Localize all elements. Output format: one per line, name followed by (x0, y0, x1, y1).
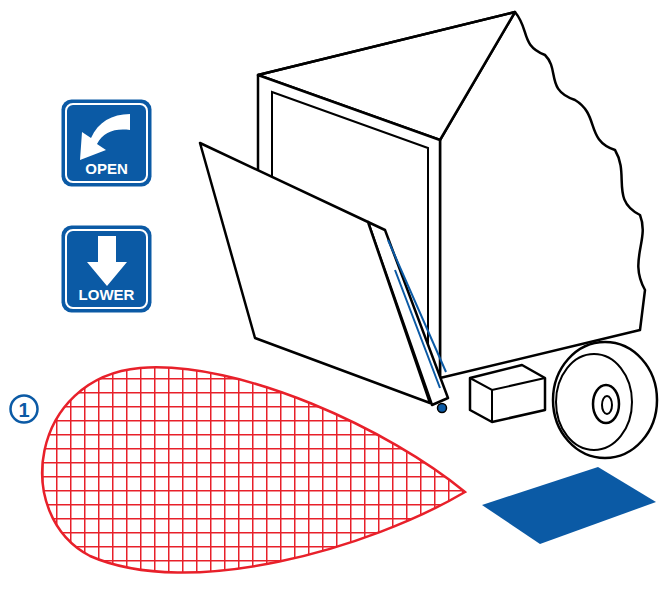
hinge (438, 404, 447, 413)
support-cable (388, 240, 446, 388)
control-icon: LOWER (60, 224, 153, 314)
hazard-zone (42, 367, 465, 572)
bumper (470, 365, 545, 422)
callout-number: 1 (18, 400, 29, 420)
wheel (553, 342, 657, 458)
control-icon: OPEN (60, 98, 153, 188)
floor-mark (482, 467, 656, 544)
icon-label: OPEN (85, 161, 128, 176)
icon-label: LOWER (79, 287, 135, 302)
callout-number: 1 (8, 393, 40, 425)
